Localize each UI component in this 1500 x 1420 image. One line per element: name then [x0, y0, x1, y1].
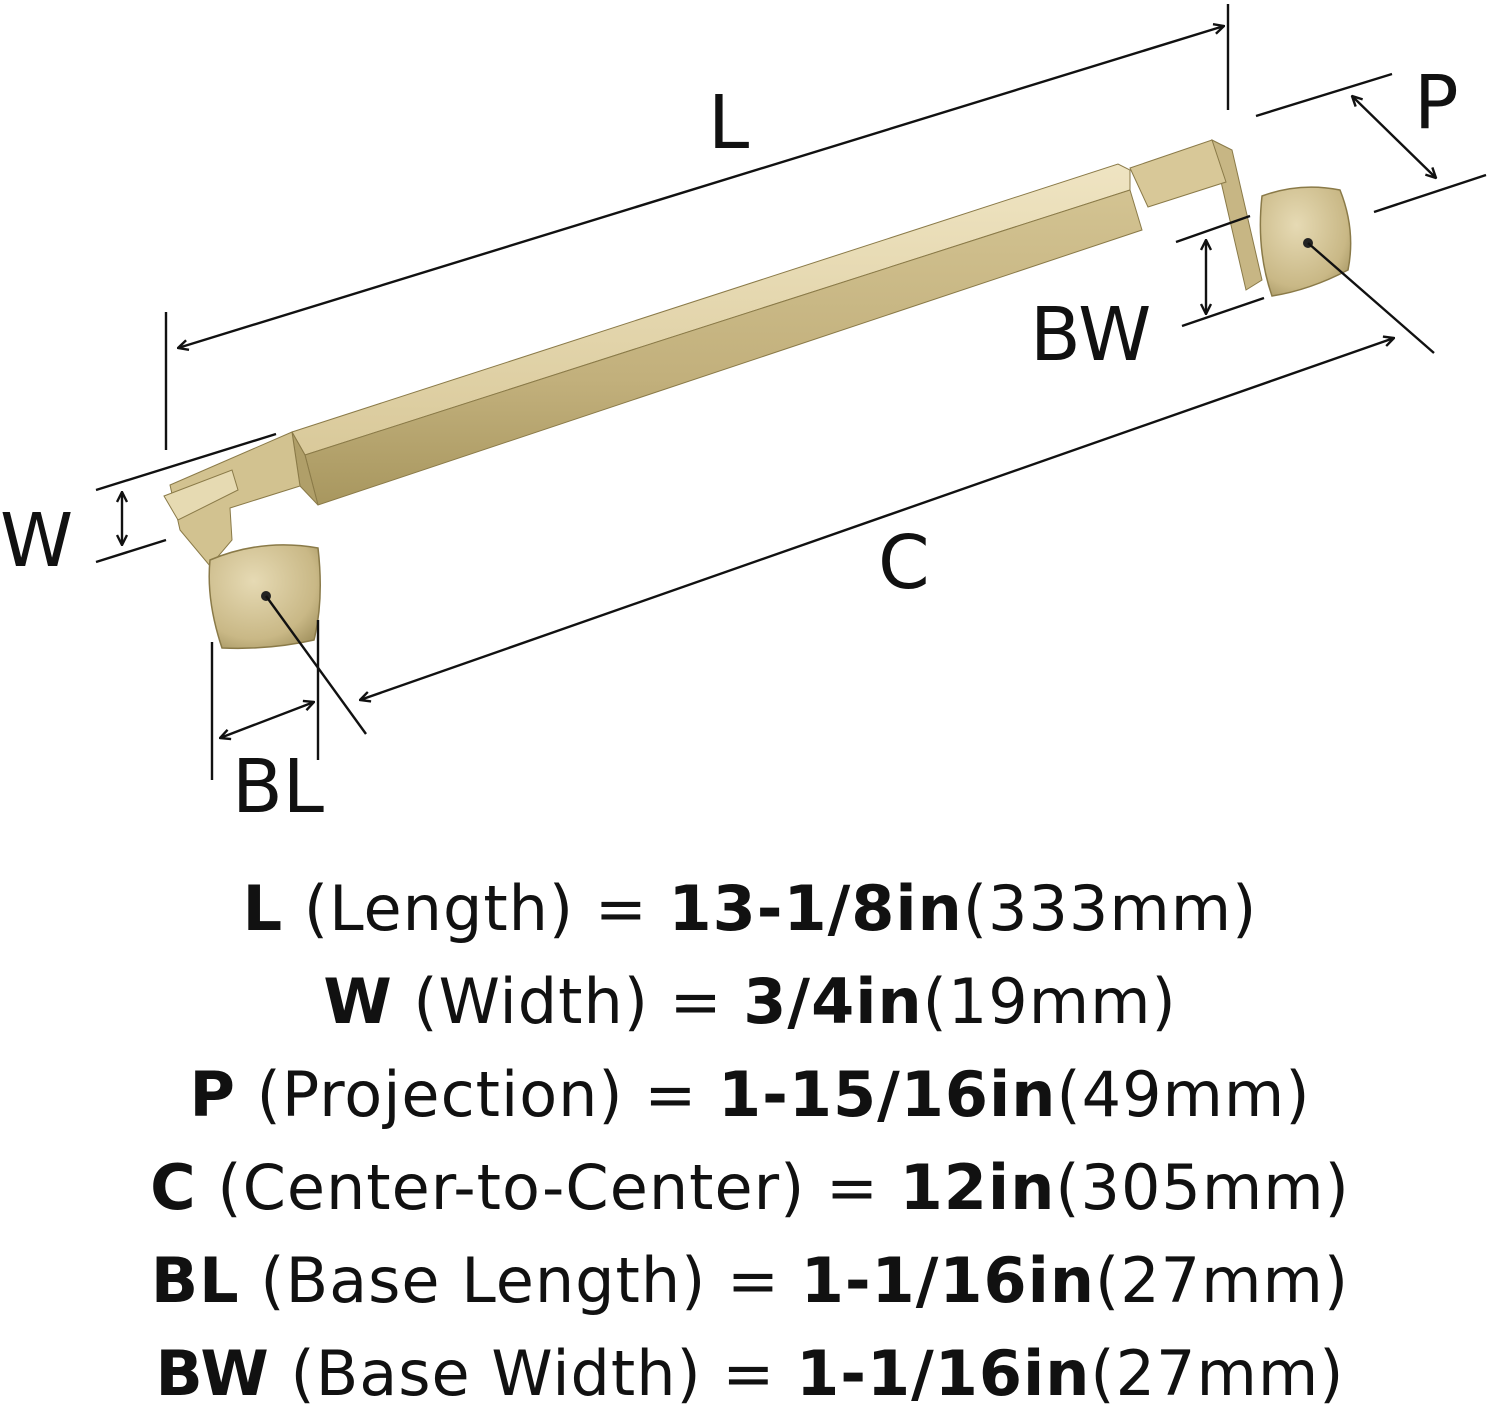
spec-imperial: 1-15/16in — [717, 1058, 1057, 1131]
left-post — [169, 431, 301, 567]
handle-bar-front — [304, 189, 1143, 506]
width-extension-top — [95, 432, 277, 492]
length-dimension-line — [178, 26, 1224, 348]
base-width-extension-bottom — [1181, 296, 1265, 328]
center-leader-right — [1307, 242, 1435, 354]
spec-row-center-to-center: C (Center-to-Center) = 12in(305mm) — [0, 1141, 1500, 1234]
base-width-extension-top — [1175, 214, 1251, 244]
spec-code: BW — [155, 1337, 270, 1410]
spec-name: (Length) = — [303, 872, 669, 945]
spec-row-base-length: BL (Base Length) = 1-1/16in(27mm) — [0, 1234, 1500, 1327]
label-base-length: BL — [232, 744, 324, 830]
projection-extension-top — [1255, 72, 1393, 118]
spec-row-base-width: BW (Base Width) = 1-1/16in(27mm) — [0, 1327, 1500, 1420]
label-length: L — [708, 80, 749, 166]
label-projection: P — [1414, 60, 1459, 146]
center-dimension-line — [360, 338, 1394, 700]
spec-imperial: 1-1/16in — [796, 1337, 1091, 1410]
spec-imperial: 3/4in — [743, 965, 923, 1038]
spec-metric: (333mm) — [962, 872, 1258, 945]
label-center: C — [878, 520, 930, 606]
spec-code: P — [189, 1058, 236, 1131]
spec-code: L — [242, 872, 284, 945]
spec-row-length: L (Length) = 13-1/8in(333mm) — [0, 862, 1500, 955]
spec-imperial: 1-1/16in — [800, 1244, 1096, 1317]
base-length-dimension-line — [220, 702, 314, 738]
spec-row-width: W (Width) = 3/4in(19mm) — [0, 955, 1500, 1048]
spec-metric: (27mm) — [1095, 1244, 1350, 1317]
spec-row-projection: P (Projection) = 1-15/16in(49mm) — [0, 1048, 1500, 1141]
label-width: W — [0, 498, 73, 584]
spec-imperial: 12in — [899, 1151, 1056, 1224]
dimension-lines — [95, 4, 1487, 780]
projection-dimension-line — [1352, 96, 1436, 178]
label-base-width: BW — [1030, 292, 1151, 378]
center-leader-left — [265, 595, 367, 735]
spec-metric: (305mm) — [1055, 1151, 1350, 1224]
handle-bar-top — [291, 163, 1131, 456]
width-extension-bottom — [95, 538, 167, 564]
spec-code: BL — [150, 1244, 240, 1317]
spec-name: (Base Length) = — [260, 1244, 801, 1317]
spec-code: C — [150, 1151, 197, 1224]
spec-name: (Base Width) = — [290, 1337, 797, 1410]
projection-extension-bottom — [1373, 173, 1487, 214]
spec-metric: (27mm) — [1090, 1337, 1345, 1410]
spec-name: (Center-to-Center) = — [217, 1151, 900, 1224]
specification-list: L (Length) = 13-1/8in(333mm) W (Width) =… — [0, 862, 1500, 1420]
spec-name: (Width) = — [413, 965, 744, 1038]
spec-name: (Projection) = — [256, 1058, 718, 1131]
cabinet-pull-handle — [163, 139, 1352, 650]
dimension-diagram: L W P BW C BL — [0, 4, 1487, 830]
spec-metric: (49mm) — [1056, 1058, 1311, 1131]
spec-metric: (19mm) — [922, 965, 1177, 1038]
spec-code: W — [323, 965, 393, 1038]
spec-imperial: 13-1/8in — [668, 872, 963, 945]
